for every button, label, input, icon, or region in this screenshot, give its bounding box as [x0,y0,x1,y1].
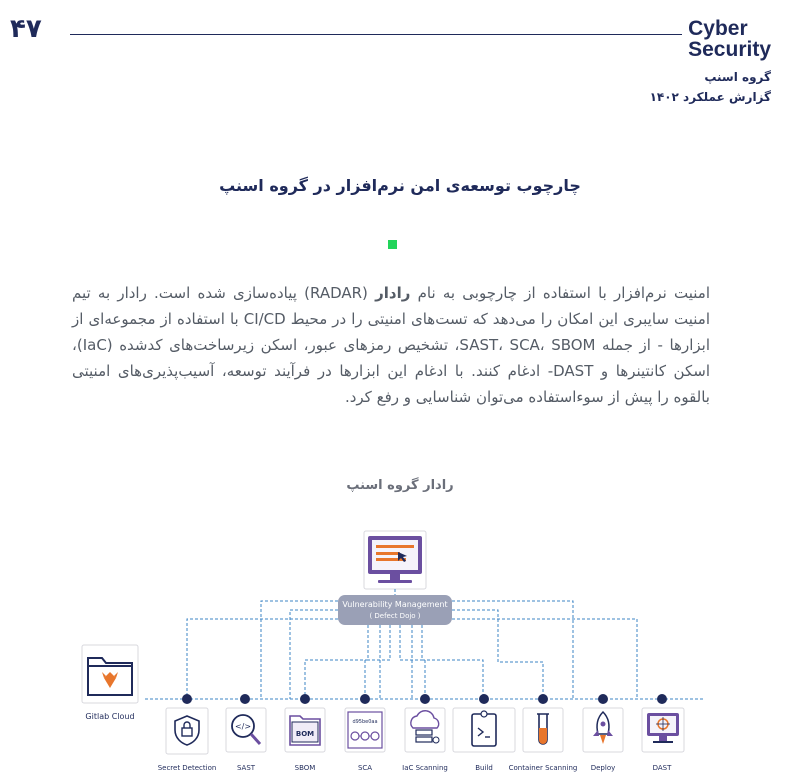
dot-sca [360,694,370,704]
svg-text:</>: </> [235,722,251,731]
gitlab-label: Gitlab Cloud [85,712,134,721]
tool-label: DAST [653,764,672,772]
secret-lock-icon [165,707,209,755]
tool-label: Deploy [591,764,616,772]
bom-folder-icon: BOM [284,707,326,753]
tool-label: Build [475,764,493,772]
dot-sbom [300,694,310,704]
dependency-icon: d95be0aa [344,707,386,753]
gitlab-folder-icon [81,644,139,704]
bom-text: BOM [296,730,314,738]
code-search-icon: </> [225,707,267,753]
hub-defect-dojo: Vulnerability Management ( Defect Dojo ) [338,595,452,625]
dot-sast [240,694,250,704]
monitor-scan-icon [641,707,685,753]
brand-line-1: Cyber [688,17,748,40]
brand-line-2: Security [688,38,771,61]
tool-label: Secret Detection [158,764,217,772]
report-name: گزارش عملکرد ۱۴۰۲ [649,90,771,104]
hub-line-1: Vulnerability Management [342,600,447,609]
green-marker [388,240,397,249]
dot-container [538,694,548,704]
build-terminal-icon [452,707,516,753]
tool-label: Container Scanning [509,764,578,772]
dot-dast [657,694,667,704]
brand-logo: Cyber Security [688,18,771,60]
paragraph-bold-radar: رادار [375,284,411,302]
radar-diagram: Vulnerability Management ( Defect Dojo ) [81,530,705,772]
dot-iac [420,694,430,704]
rocket-icon [582,707,624,753]
article-title: چارچوب توسعه‌ی امن نرم‌افزار در گروه اسن… [219,176,581,195]
test-tube-icon [522,707,564,753]
tool-label: SBOM [295,764,316,772]
org-name: گروه اسنپ [704,70,771,84]
cloud-server-icon [404,707,446,753]
hub-line-2: ( Defect Dojo ) [369,612,420,620]
dot-deploy [598,694,608,704]
sca-hash: d95be0aa [352,719,377,725]
hub-computer-icon [363,530,427,590]
tool-label: SCA [358,764,372,772]
pipeline-dots [182,694,667,704]
paragraph-part-1: امنیت نرم‌افزار با استفاده از چارچوبی به… [410,284,710,302]
tool-labels: Secret Detection SAST SBOM SCA IaC Scann… [158,764,672,772]
dot-secret-detection [182,694,192,704]
diagram-title: رادار گروه اسنپ [346,478,454,493]
paragraph-part-2: (RADAR) پیاده‌سازی شده است. رادار به تیم… [72,284,710,406]
page-number: ۴۷ [10,14,42,44]
tool-label: IaC Scanning [402,764,448,772]
article-paragraph: امنیت نرم‌افزار با استفاده از چارچوبی به… [72,280,710,410]
dot-build [479,694,489,704]
header-divider [70,34,682,35]
tool-label: SAST [237,764,256,772]
